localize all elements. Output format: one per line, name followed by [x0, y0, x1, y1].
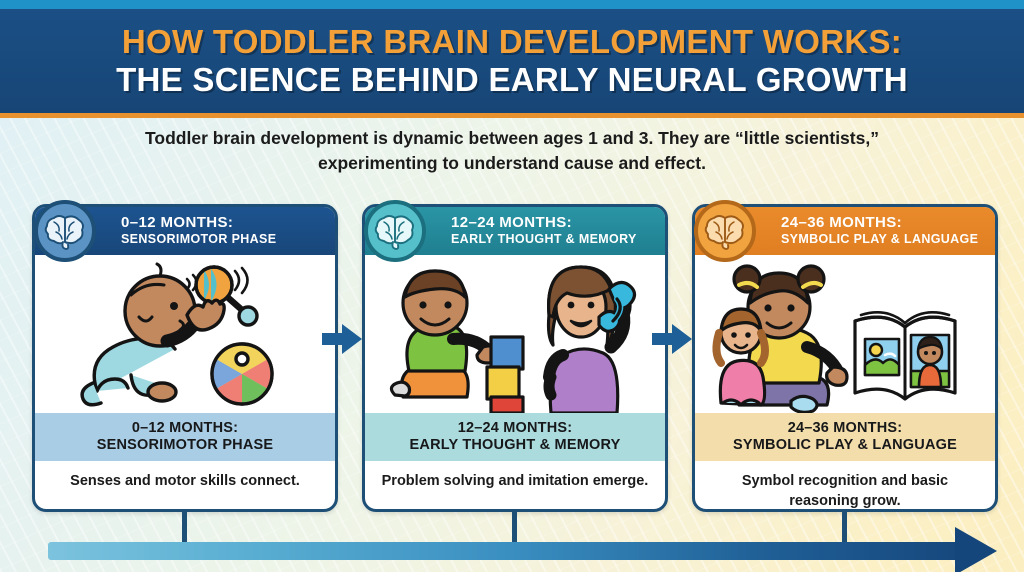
top-accent-strip	[0, 0, 1024, 9]
stage-cards-container: 0–12 MONTHS: SENSORIMOTOR PHASE	[0, 196, 1024, 512]
header-divider-rule	[0, 113, 1024, 118]
brain-icon-badge-stage-1	[34, 200, 96, 262]
stage-band-phase: EARLY THOUGHT & MEMORY	[409, 437, 621, 453]
stage-header-age: 24–36 MONTHS:	[781, 214, 903, 232]
flow-arrow-2	[652, 322, 692, 356]
stage-illustration-blocks-and-phone	[365, 255, 665, 415]
stage-header-age: 0–12 MONTHS:	[121, 214, 234, 232]
brain-icon	[704, 215, 744, 250]
stage-description: Problem solving and imitation emerge.	[381, 473, 649, 489]
stage-band-age: 12–24 MONTHS:	[457, 420, 573, 437]
brain-icon-badge-stage-2	[364, 200, 426, 262]
brain-icon	[44, 215, 84, 250]
timeline-stem-stage-1	[182, 512, 187, 546]
stage-band-label: 0–12 MONTHS: SENSORIMOTOR PHASE	[35, 413, 335, 461]
stage-header-phase: EARLY THOUGHT & MEMORY	[451, 232, 637, 247]
timeline-stem-stage-2	[512, 512, 517, 546]
stage-card-12-24-months[interactable]: 12–24 MONTHS: EARLY THOUGHT & MEMORY	[362, 204, 668, 512]
right-arrow-icon	[652, 324, 692, 354]
timeline-bar	[48, 542, 968, 560]
brain-icon	[374, 215, 414, 250]
stage-band-label: 24–36 MONTHS: SYMBOLIC PLAY & LANGUAGE	[695, 413, 995, 461]
page-title-line2: THE SCIENCE BEHIND EARLY NEURAL GROWTH	[116, 60, 908, 98]
stage-band-phase: SYMBOLIC PLAY & LANGUAGE	[733, 437, 957, 453]
stage-illustration-crawling-baby	[35, 255, 335, 413]
stage-band-label: 12–24 MONTHS: EARLY THOUGHT & MEMORY	[365, 413, 665, 461]
stage-header-phase: SENSORIMOTOR PHASE	[121, 232, 277, 247]
bottom-timeline	[0, 512, 1024, 572]
page-title-line1: HOW TODDLER BRAIN DEVELOPMENT WORKS:	[121, 22, 903, 60]
stage-description: Senses and motor skills connect.	[70, 473, 300, 489]
stage-header-phase: SYMBOLIC PLAY & LANGUAGE	[781, 232, 979, 247]
flow-arrow-1	[322, 322, 362, 356]
stage-description: Symbol recognition and basic reasoning g…	[741, 473, 949, 509]
stage-band-age: 24–36 MONTHS:	[787, 420, 903, 437]
brain-icon-badge-stage-3	[694, 200, 756, 262]
timeline-arrowhead-icon	[955, 527, 997, 572]
stage-illustration-doll-and-book	[695, 255, 995, 414]
right-arrow-icon	[322, 324, 362, 354]
stage-band-phase: SENSORIMOTOR PHASE	[96, 437, 274, 453]
stage-header-age: 12–24 MONTHS:	[451, 214, 573, 232]
header-banner: HOW TODDLER BRAIN DEVELOPMENT WORKS: THE…	[0, 9, 1024, 113]
timeline-stem-stage-3	[842, 512, 847, 546]
stage-band-age: 0–12 MONTHS:	[131, 420, 239, 437]
intro-paragraph: Toddler brain development is dynamic bet…	[145, 128, 879, 173]
